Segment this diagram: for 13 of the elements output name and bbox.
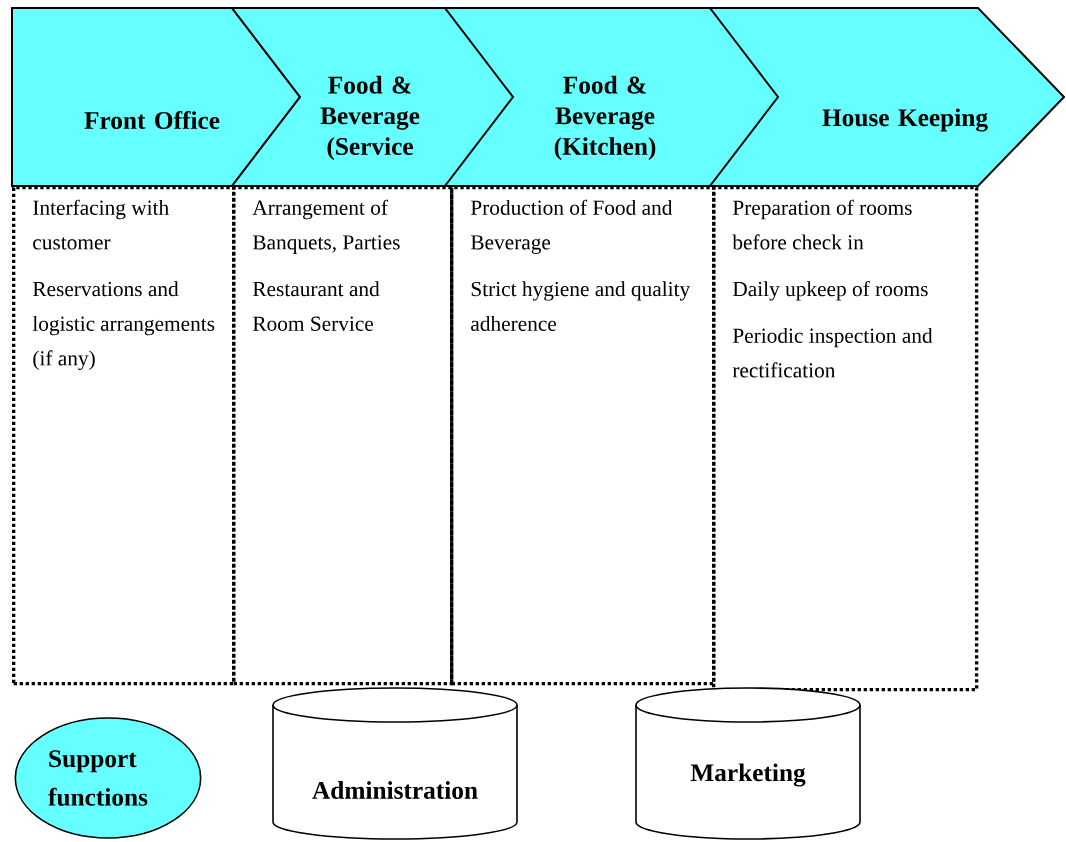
node-label: Administration [312, 781, 478, 799]
cylinder: Marketing [635, 687, 861, 840]
chevron-box: Food & Beverage (Kitchen) [443, 7, 799, 187]
cylinder: Administration [272, 687, 518, 840]
dotted-column: Arrangement of Banquets, Parties Restaurant and Room Service [232, 186, 454, 686]
node-label: Marketing [690, 763, 806, 787]
chevron-box: Front Office [11, 7, 302, 187]
chevron-box: House Keeping [708, 7, 1066, 187]
dotted-column: Production of Food and Beverage Strict hygiene and quality adherence [450, 186, 716, 686]
node-label: House Keeping [822, 108, 988, 132]
dotted-column: Preparation of rooms before check in Daily upkeep of rooms Periodic inspection and rectification [712, 186, 979, 692]
chevron-box: Food & Beverage (Service [229, 7, 535, 187]
dotted-column: Interfacing with customer Reservations and logistic arrangements (if any) [12, 186, 236, 686]
